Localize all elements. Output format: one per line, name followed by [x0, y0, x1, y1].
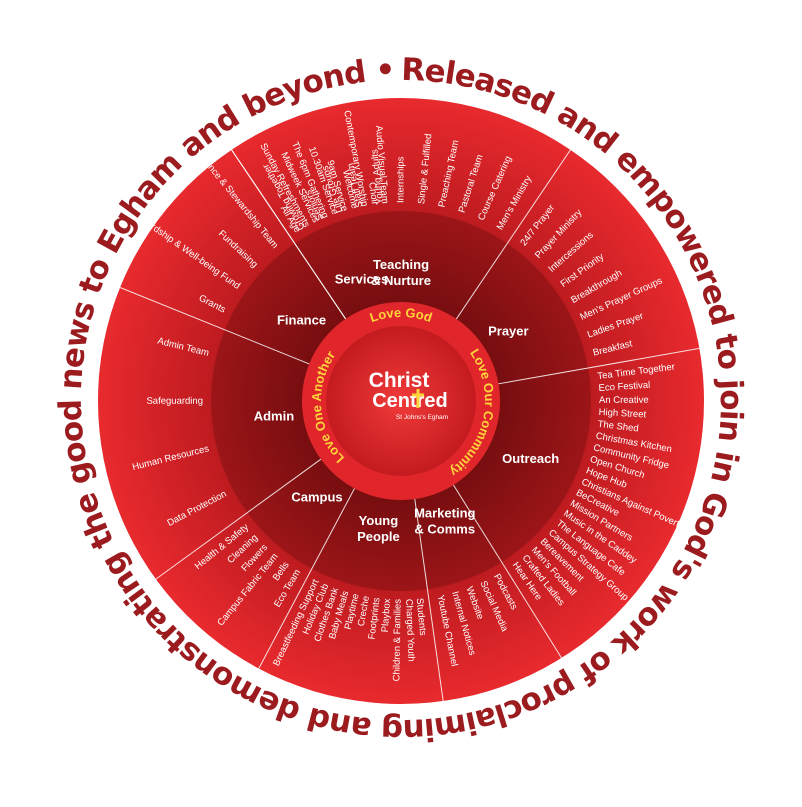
segment-label: Campus	[291, 490, 342, 505]
segment-label: Prayer	[488, 323, 528, 338]
center-circle	[326, 326, 476, 476]
ministry-item: Internships	[396, 156, 407, 203]
ministry-item: Eco Festival	[598, 380, 650, 394]
divider-line	[414, 498, 444, 702]
divider-line	[258, 488, 355, 669]
center-logo: Christ Centred St Johns's Egham	[369, 369, 448, 421]
ministry-item: Creche	[356, 595, 372, 627]
segment-label: Finance	[277, 312, 326, 327]
ministry-item: Choir	[366, 182, 380, 206]
ministry-item: Playbox	[380, 598, 393, 633]
divider-line	[231, 149, 347, 320]
segment-label: Admin	[254, 409, 295, 424]
segment-labels: Teaching& NurturePrayerOutreachMarketing…	[254, 257, 560, 544]
divider-line	[455, 149, 571, 320]
ministry-item: The Shed	[597, 419, 639, 435]
divider-line	[155, 458, 322, 580]
segment-label: Marketing& Comms	[414, 505, 475, 536]
ministry-item: An Creative	[599, 395, 649, 406]
logo-title-line1: Christ	[369, 369, 430, 392]
cross-icon	[412, 389, 424, 408]
ministry-item: Students	[414, 598, 428, 637]
divider-line	[453, 484, 562, 659]
ministry-item: Footprints	[367, 597, 383, 641]
segment-label: Outreach	[502, 451, 559, 466]
segment-dividers	[119, 149, 700, 702]
ministry-item: Safeguarding	[146, 396, 203, 407]
logo-title-line2: Centred	[372, 390, 448, 412]
core-love-god: Love God	[368, 305, 434, 325]
ministry-item: High Street	[598, 407, 646, 421]
divider-line	[498, 347, 700, 385]
logo-subtitle: St Johns's Egham	[396, 414, 448, 421]
ministry-item: Charged Youth	[403, 599, 416, 662]
segment-label: Teaching& Nurture	[371, 257, 431, 288]
ministry-item: Children & Families	[391, 599, 403, 682]
divider-line	[119, 287, 310, 365]
segment-label: Services	[335, 271, 389, 286]
